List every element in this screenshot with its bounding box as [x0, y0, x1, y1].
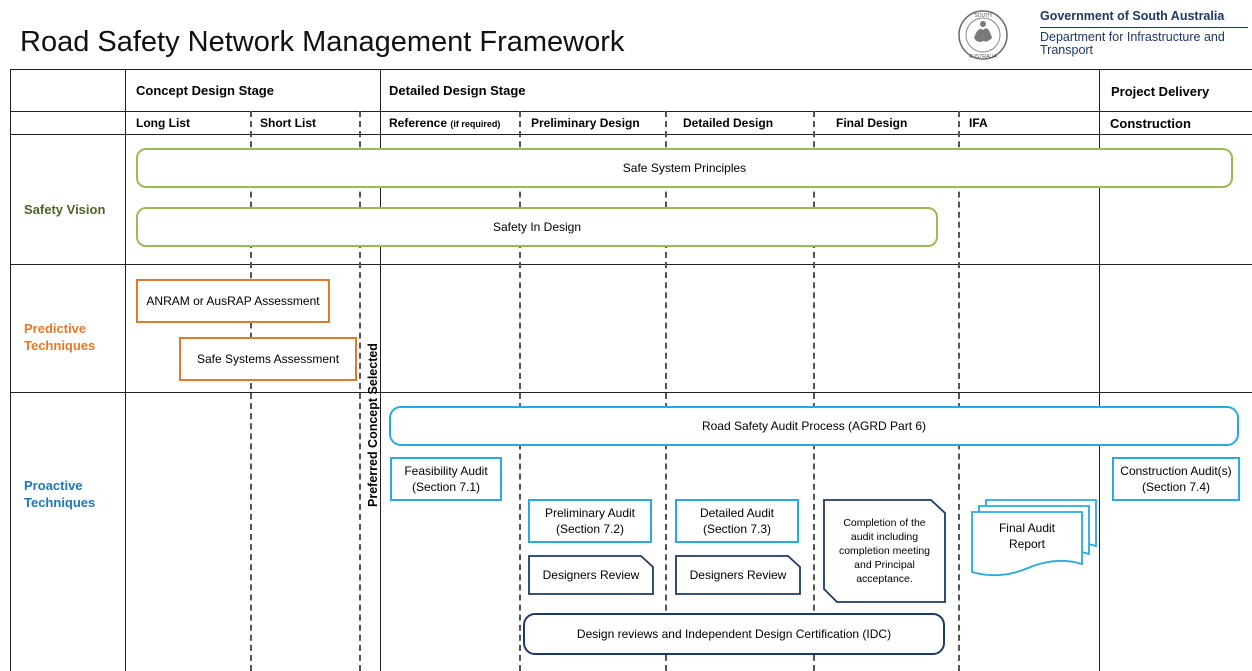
box-preliminary-audit: Preliminary Audit (Section 7.2) — [528, 499, 652, 543]
grid-line-top — [10, 69, 1252, 70]
box-road-safety-audit-process: Road Safety Audit Process (AGRD Part 6) — [389, 406, 1239, 446]
phase-reference-note: (if required) — [450, 119, 501, 129]
stage-concept: Concept Design Stage — [136, 83, 274, 98]
box-idc: Design reviews and Independent Design Ce… — [523, 613, 945, 655]
grid-dash-detailed — [665, 111, 667, 671]
grid-line-predictive — [10, 392, 1252, 393]
box-designers-review-2: Designers Review — [675, 555, 801, 595]
grid-dash-final — [813, 111, 815, 671]
stage-delivery: Project Delivery — [1111, 84, 1210, 99]
box-safe-system-principles: Safe System Principles — [136, 148, 1233, 188]
phase-final: Final Design — [836, 116, 908, 130]
grid-dash-preliminary — [519, 111, 521, 671]
stage-detailed: Detailed Design Stage — [389, 83, 526, 98]
department-name: Department for Infrastructure and Transp… — [1040, 30, 1225, 57]
row-label-predictive: Predictive Techniques — [24, 321, 96, 353]
phase-detailed: Detailed Design — [683, 116, 774, 130]
box-construction-audit: Construction Audit(s) (Section 7.4) — [1112, 457, 1240, 501]
grid-col-detailed-end — [1099, 69, 1100, 671]
phase-reference: Reference (if required) — [389, 116, 500, 130]
page-title: Road Safety Network Management Framework — [20, 26, 625, 58]
logo-divider — [1040, 27, 1248, 28]
grid-dash-milestone — [359, 111, 361, 671]
grid-dash-ifa — [958, 111, 960, 671]
government-seal-logo: SOUTH AUSTRALIA — [956, 8, 1028, 62]
completion-audit-label: Completion of the audit including comple… — [838, 517, 931, 585]
final-audit-report-label: Final Audit Report — [998, 521, 1056, 551]
phase-long-list: Long List — [136, 116, 190, 130]
box-anram-assessment: ANRAM or AusRAP Assessment — [136, 279, 330, 323]
box-designers-review-1: Designers Review — [528, 555, 654, 595]
designers-review-2-label: Designers Review — [689, 568, 787, 582]
grid-col-left — [10, 69, 11, 671]
box-feasibility-audit: Feasibility Audit (Section 7.1) — [390, 457, 502, 501]
box-safety-in-design: Safety In Design — [136, 207, 938, 247]
designers-review-1-label: Designers Review — [542, 568, 640, 582]
government-name: Government of South Australia — [1040, 9, 1225, 23]
box-detailed-audit: Detailed Audit (Section 7.3) — [675, 499, 799, 543]
box-safe-systems-assessment: Safe Systems Assessment — [179, 337, 357, 381]
phase-reference-label: Reference — [389, 116, 448, 130]
box-completion-audit: Completion of the audit including comple… — [823, 499, 946, 603]
svg-text:AUSTRALIA: AUSTRALIA — [969, 54, 997, 60]
phase-preliminary: Preliminary Design — [531, 116, 640, 130]
phase-ifa: IFA — [969, 116, 988, 130]
milestone-preferred-concept: Preferred Concept Selected — [366, 343, 380, 507]
svg-text:SOUTH: SOUTH — [974, 13, 992, 19]
grid-dash-shortlist — [250, 111, 252, 671]
grid-line-stage — [10, 111, 1252, 112]
grid-col-concept-end — [380, 69, 381, 671]
row-label-safety-vision: Safety Vision — [24, 202, 106, 217]
row-label-proactive: Proactive Techniques — [24, 478, 96, 510]
box-final-audit-report: Final Audit Report — [970, 498, 1098, 590]
phase-construction: Construction — [1110, 116, 1191, 131]
grid-line-phase — [10, 134, 1252, 135]
grid-line-vision — [10, 264, 1252, 265]
grid-col-label — [125, 69, 126, 671]
phase-short-list: Short List — [260, 116, 316, 130]
